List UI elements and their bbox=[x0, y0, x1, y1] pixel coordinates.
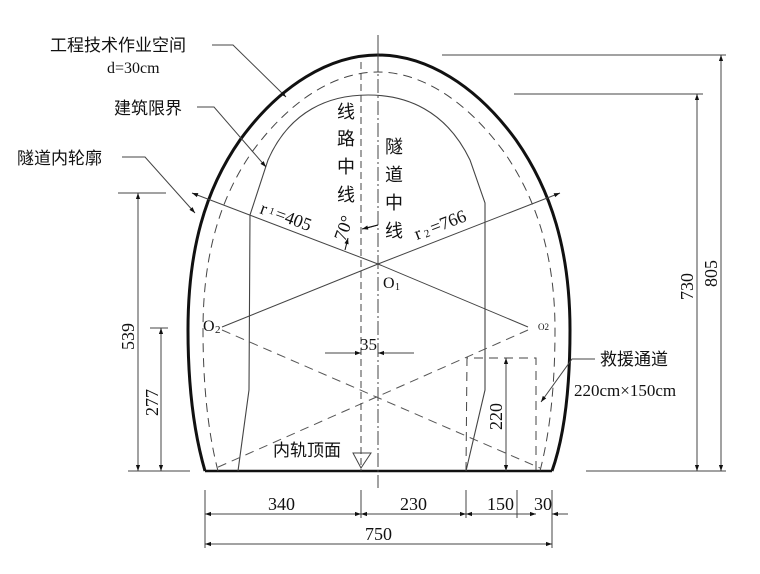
inner-contour-leader bbox=[122, 156, 196, 214]
dim-805-value: 805 bbox=[701, 260, 721, 287]
label-rescue: 救援通道 bbox=[600, 350, 668, 370]
rescue-leader bbox=[540, 358, 595, 403]
label-tunnel-centerline: 隧 道 中 线 bbox=[385, 137, 403, 242]
svg-text:=405: =405 bbox=[273, 203, 315, 235]
o1-to-o2-left bbox=[221, 263, 379, 328]
svg-text:线: 线 bbox=[385, 221, 403, 242]
o2-right-dashed bbox=[215, 329, 529, 469]
svg-text:线: 线 bbox=[337, 185, 355, 206]
tunnel-inner-contour bbox=[186, 53, 572, 472]
r1-line bbox=[191, 192, 379, 265]
rail-top-symbol bbox=[352, 452, 372, 469]
clearance-leader bbox=[197, 106, 267, 168]
svg-text:中: 中 bbox=[385, 193, 403, 214]
label-o2-right: O2 bbox=[538, 322, 549, 332]
dim-277-value: 277 bbox=[142, 389, 162, 416]
label-o1: O 1 bbox=[383, 275, 400, 293]
svg-text:2: 2 bbox=[423, 227, 432, 240]
svg-text:1: 1 bbox=[395, 282, 400, 293]
svg-text:2: 2 bbox=[215, 324, 221, 336]
label-clearance: 建筑限界 bbox=[114, 99, 182, 119]
angle-arrow-b2 bbox=[361, 224, 379, 230]
clearance-outline bbox=[237, 94, 486, 472]
svg-text:中: 中 bbox=[337, 157, 355, 178]
dim-220-value: 220 bbox=[486, 403, 506, 430]
svg-text:=766: =766 bbox=[427, 206, 469, 238]
svg-text:路: 路 bbox=[337, 129, 355, 150]
label-o2-left: O 2 bbox=[203, 318, 221, 336]
svg-text:O: O bbox=[383, 275, 395, 292]
dim-340-value: 340 bbox=[268, 494, 295, 514]
r2-line bbox=[377, 192, 561, 265]
label-work-space: 工程技术作业空间 bbox=[50, 36, 186, 56]
o1-to-o2-right bbox=[377, 263, 529, 328]
dim-230-value: 230 bbox=[400, 494, 427, 514]
svg-text:道: 道 bbox=[385, 165, 403, 186]
label-track-centerline: 线 路 中 线 bbox=[337, 102, 355, 206]
angle-arrow-a bbox=[344, 237, 349, 251]
label-r2: r 2 =766 bbox=[411, 206, 469, 244]
o2-left-dashed bbox=[221, 329, 541, 469]
svg-text:1: 1 bbox=[267, 206, 275, 218]
dim-150-value: 150 bbox=[487, 494, 514, 514]
label-angle: 70° bbox=[330, 213, 357, 244]
dim-730-value: 730 bbox=[677, 273, 697, 300]
label-rescue-size: 220cm×150cm bbox=[574, 381, 676, 400]
label-work-space-d: d=30cm bbox=[107, 60, 160, 77]
label-offset-35: 35 bbox=[360, 335, 377, 354]
dim-30-value: 30 bbox=[534, 494, 552, 514]
svg-text:隧: 隧 bbox=[385, 137, 403, 158]
dim-539-value: 539 bbox=[118, 323, 138, 350]
svg-text:O: O bbox=[203, 318, 215, 335]
dim-750-value: 750 bbox=[365, 524, 392, 544]
svg-text:r: r bbox=[411, 223, 424, 244]
label-inner-contour: 隧道内轮廓 bbox=[17, 149, 102, 169]
work-space-leader bbox=[212, 44, 287, 98]
label-rail-top: 内轨顶面 bbox=[273, 441, 341, 461]
svg-text:线: 线 bbox=[337, 102, 355, 123]
